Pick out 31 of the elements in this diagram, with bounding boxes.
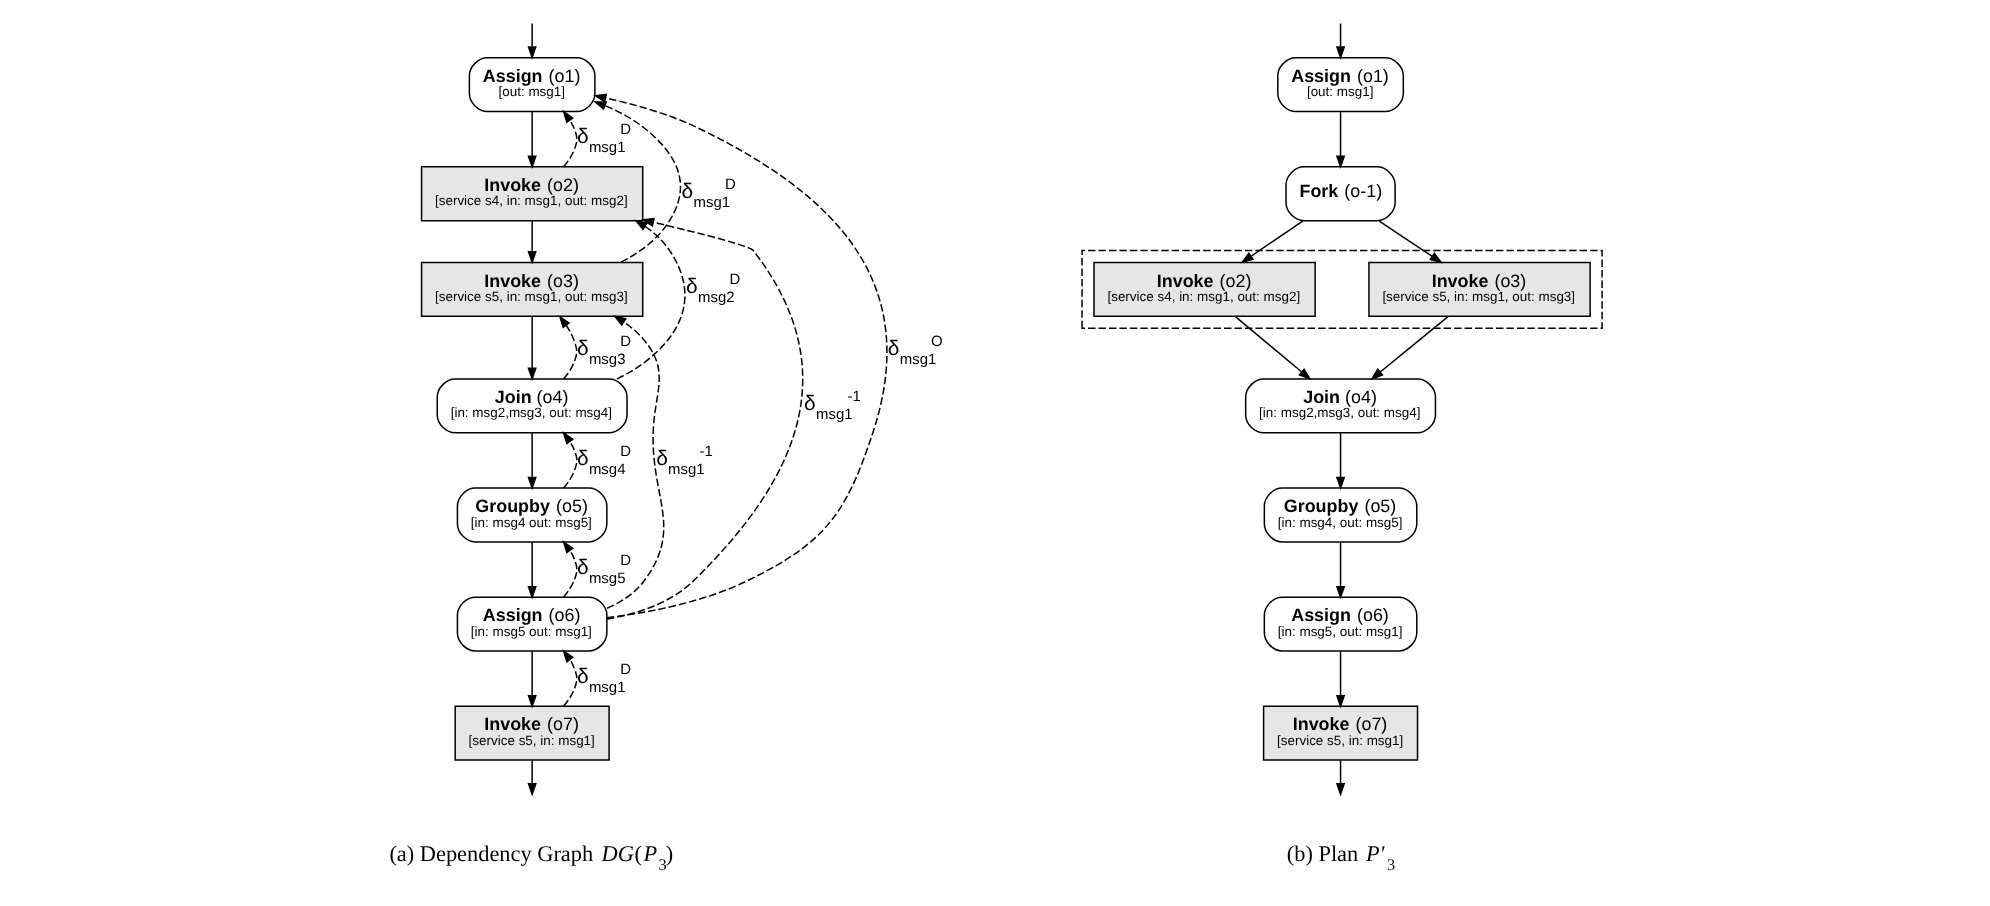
arrow <box>1335 759 1346 797</box>
arrow <box>527 432 537 491</box>
arrow <box>1335 111 1346 170</box>
arrow <box>527 541 537 600</box>
arrow <box>1335 432 1346 491</box>
arrow <box>558 315 578 380</box>
label: (a) Dependency Graph DG(P$_{3}$) <box>389 842 674 874</box>
arrow <box>527 111 537 170</box>
arrow <box>1234 315 1312 381</box>
arrow <box>606 217 803 620</box>
arrow <box>593 93 888 619</box>
arrow <box>527 759 537 797</box>
arrow <box>562 540 578 598</box>
arrow <box>1240 220 1304 264</box>
arrow <box>562 431 578 489</box>
arrow <box>527 220 537 265</box>
arrow <box>527 315 537 381</box>
arrow <box>1335 22 1346 60</box>
arrow <box>606 315 665 609</box>
arrow <box>1378 220 1443 264</box>
arrow <box>1370 315 1449 381</box>
arrow <box>1335 541 1346 600</box>
node-box: Fork (o-1) <box>1285 166 1396 222</box>
arrow <box>1335 650 1346 709</box>
arrow <box>593 100 682 263</box>
label: (b) Plan P′$_{3}$ <box>1286 842 1396 874</box>
arrow <box>562 109 578 168</box>
arrow <box>527 22 537 60</box>
arrow <box>562 649 578 707</box>
arrow <box>616 219 686 380</box>
arrow <box>527 650 537 709</box>
